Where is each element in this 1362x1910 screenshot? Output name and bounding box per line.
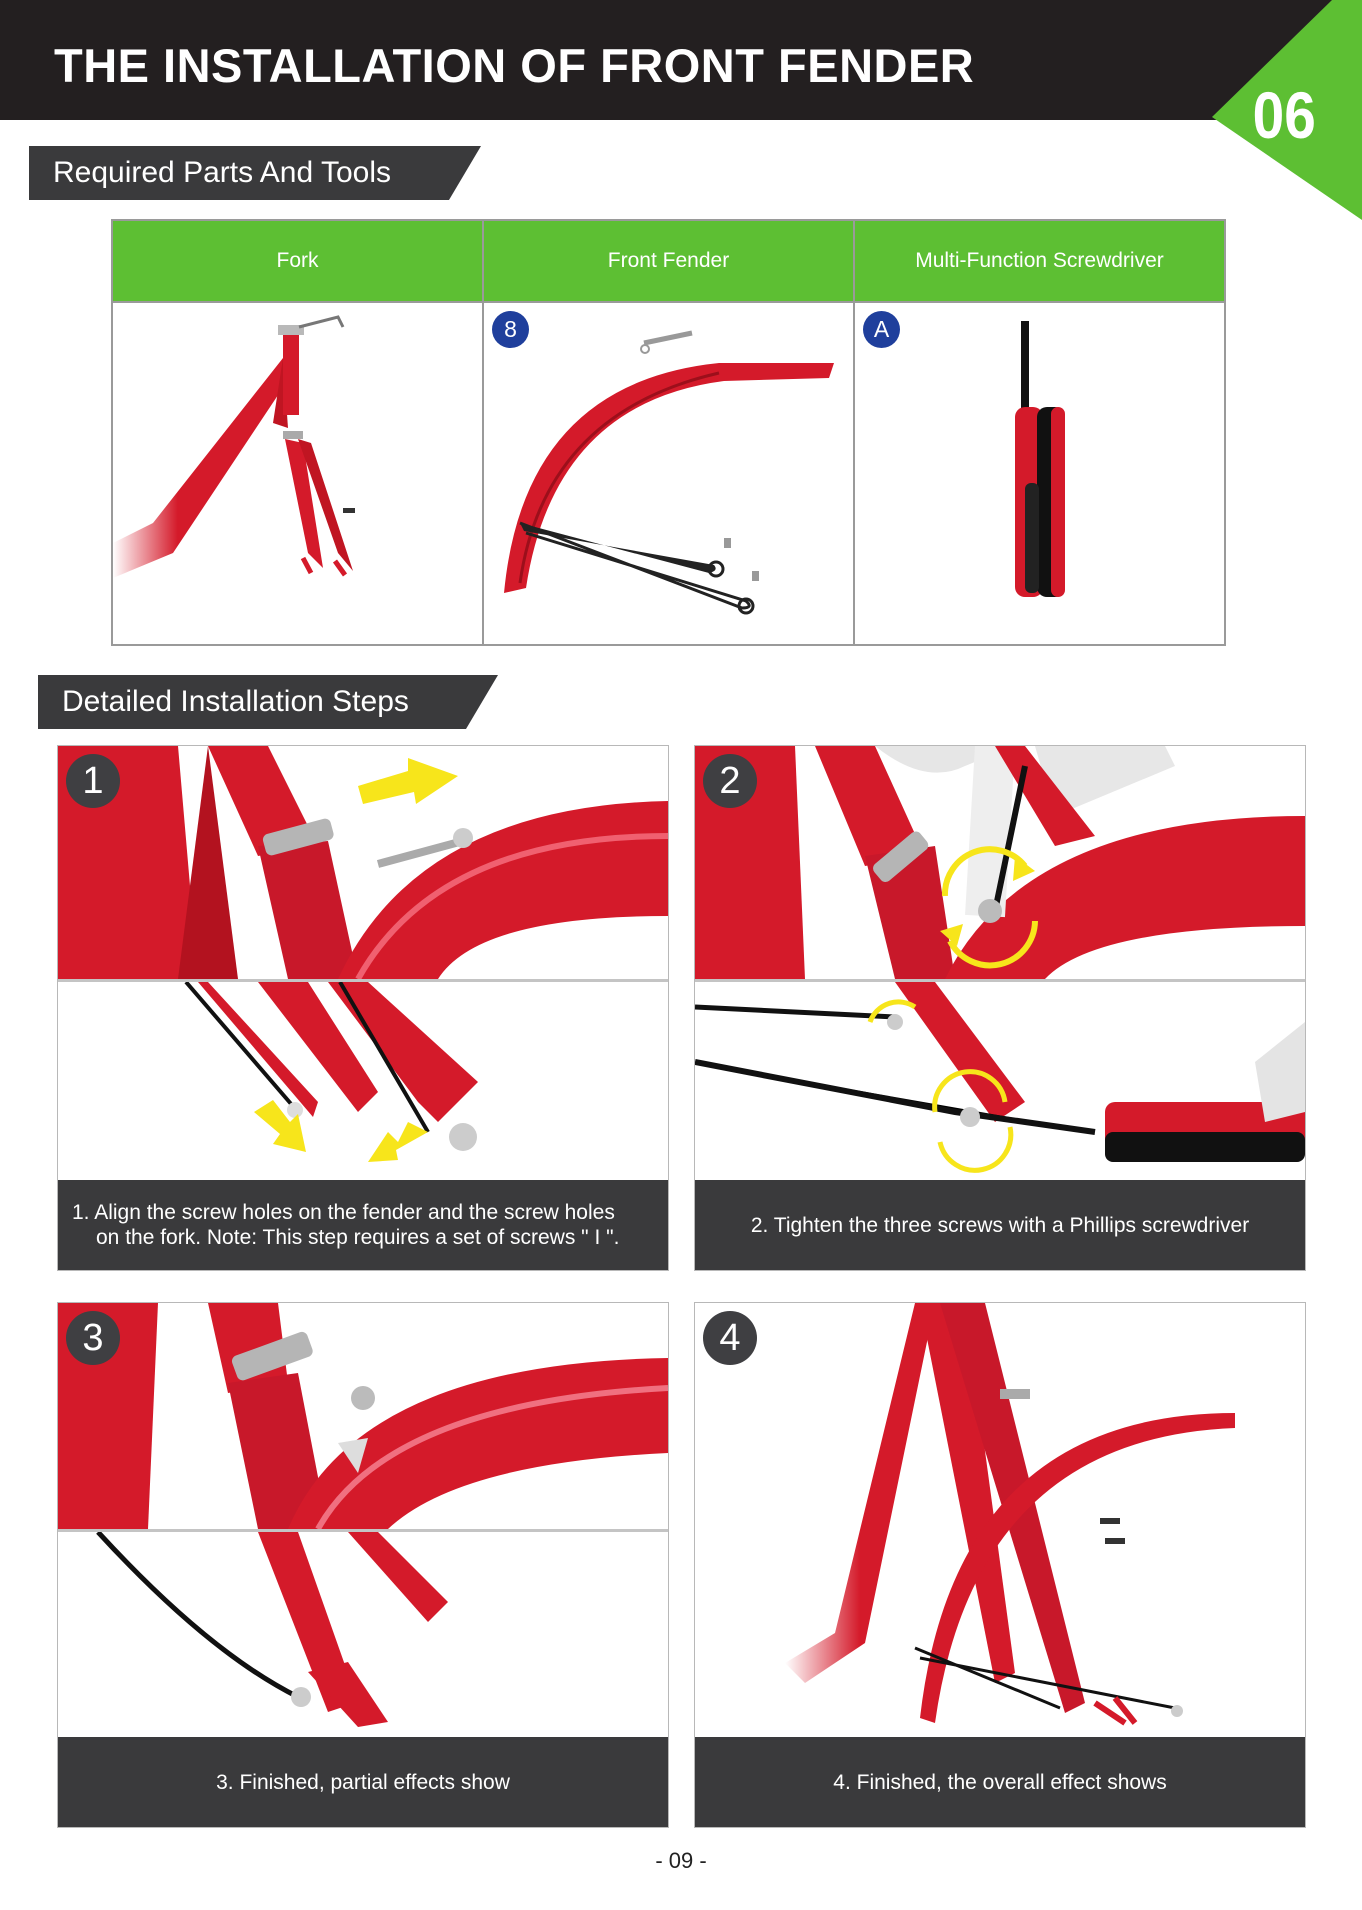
part-image-fork: [111, 301, 484, 646]
step-1-photo-top: [58, 746, 668, 979]
page-number: - 09 -: [655, 1848, 707, 1873]
part-badge-screwdriver: A: [863, 311, 900, 348]
fork-illustration: [113, 315, 355, 578]
steps-section-title: Detailed Installation Steps: [62, 685, 409, 718]
step-3-number: 3: [66, 1311, 120, 1365]
fender-illustration: [504, 330, 834, 615]
step-2-photo-top: [695, 746, 1305, 979]
part-header-fork: Fork: [111, 219, 484, 303]
step-2-photo-bottom: [695, 982, 1305, 1180]
step-2-number: 2: [703, 754, 757, 808]
steps-section-label: Detailed Installation Steps: [38, 675, 498, 729]
step-4-card: 4 4. Finished, the overall effect shows: [694, 1302, 1306, 1828]
step-3-photo-top: [58, 1303, 668, 1529]
part-image-fender: 8: [482, 301, 855, 646]
step-2-divider: [695, 979, 1305, 982]
step-1-caption: 1. Align the screw holes on the fender a…: [58, 1180, 668, 1270]
step-3-photo-bottom: [58, 1532, 668, 1737]
step-1-card: 1 1. Align the scr: [57, 745, 669, 1271]
part-header-screwdriver: Multi-Function Screwdriver: [853, 219, 1226, 303]
part-image-screwdriver: A: [853, 301, 1226, 646]
parts-section-title: Required Parts And Tools: [53, 156, 391, 189]
screwdriver-illustration: [1015, 321, 1065, 597]
part-badge-fender: 8: [492, 311, 529, 348]
parts-section-label: Required Parts And Tools: [29, 146, 481, 200]
step-1-caption-line1: 1. Align the screw holes on the fender a…: [72, 1201, 615, 1224]
step-1-divider: [58, 979, 668, 982]
step-2-card: 2: [694, 745, 1306, 1271]
step-4-photo: [695, 1303, 1305, 1737]
page-title: THE INSTALLATION OF FRONT FENDER: [54, 39, 975, 92]
step-3-divider: [58, 1529, 668, 1532]
step-1-number: 1: [66, 754, 120, 808]
step-3-card: 3 3. Finished, partial effects show: [57, 1302, 669, 1828]
step-4-caption: 4. Finished, the overall effect shows: [695, 1737, 1305, 1827]
part-header-fender: Front Fender: [482, 219, 855, 303]
parts-table: Fork Front Fender Multi-Function Screwdr…: [111, 219, 1226, 646]
step-1-caption-line2: on the fork. Note: This step requires a …: [96, 1226, 620, 1249]
chapter-number: 06: [1253, 79, 1316, 153]
page-header: THE INSTALLATION OF FRONT FENDER: [0, 0, 1362, 120]
step-3-caption: 3. Finished, partial effects show: [58, 1737, 668, 1827]
step-1-photo-bottom: [58, 982, 668, 1180]
step-4-number: 4: [703, 1311, 757, 1365]
chapter-corner-badge: 06: [1212, 0, 1362, 220]
step-2-caption: 2. Tighten the three screws with a Phill…: [695, 1180, 1305, 1270]
